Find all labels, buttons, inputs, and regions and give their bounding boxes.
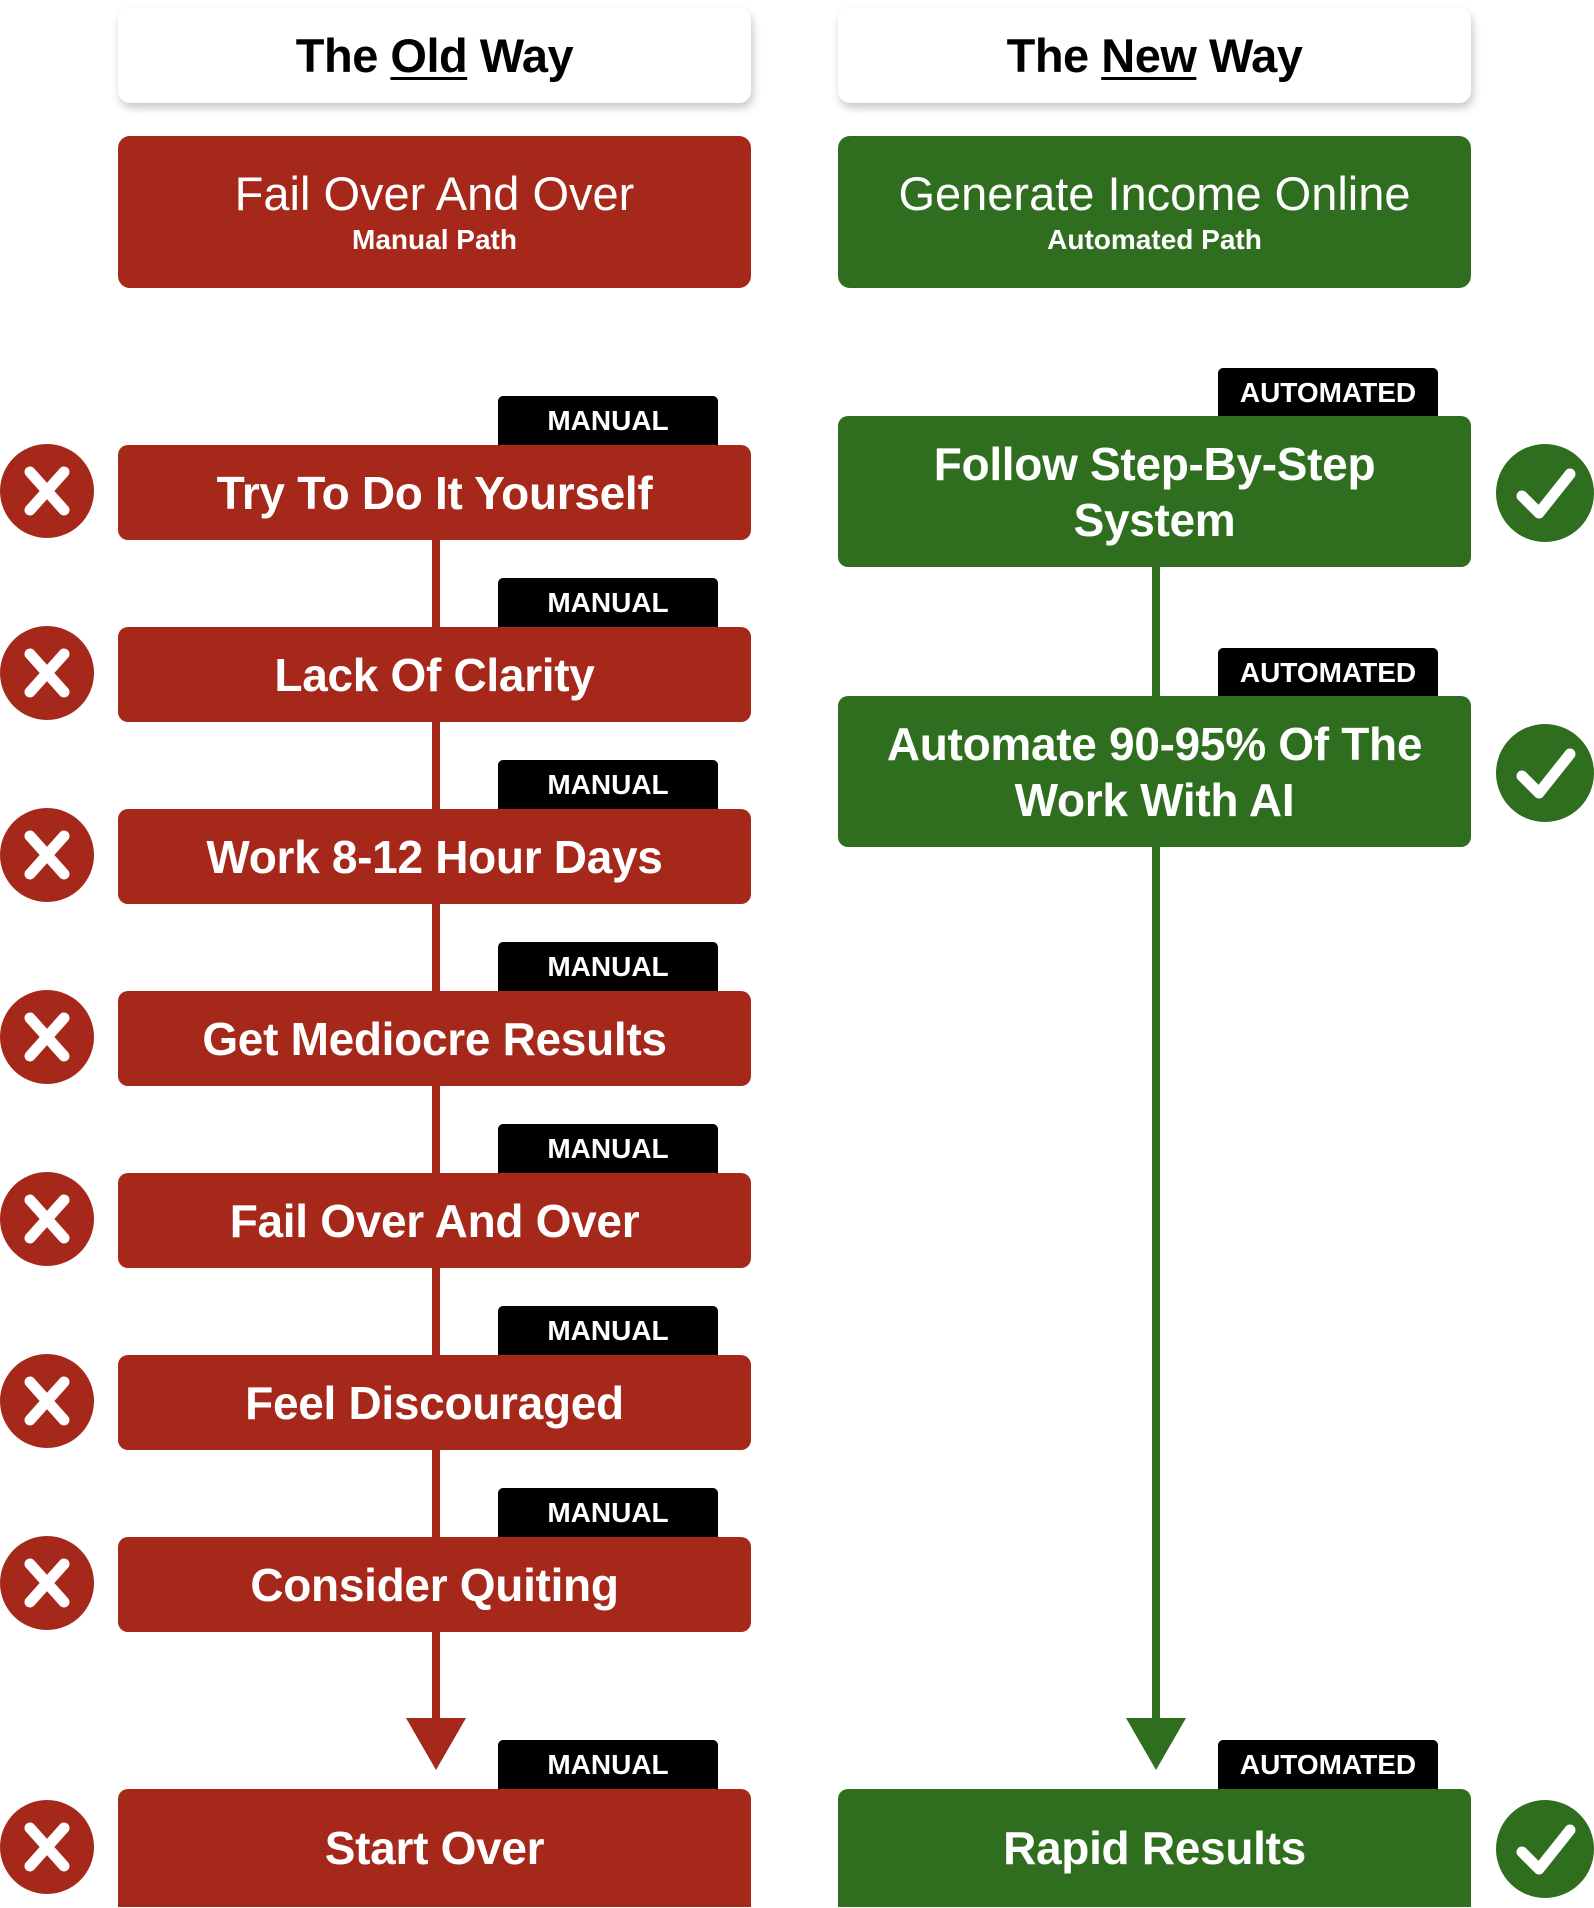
- old-step-4: Get Mediocre Results: [118, 991, 751, 1086]
- old-path-title-box: Fail Over And Over Manual Path: [118, 136, 751, 288]
- x-mark-icon: [0, 1536, 94, 1630]
- old-step-1: Try To Do It Yourself: [118, 445, 751, 540]
- new-way-header-post: Way: [1208, 29, 1303, 82]
- old-way-header-key: Old: [390, 29, 468, 82]
- step-tag: AUTOMATED: [1218, 648, 1438, 698]
- step-tag: MANUAL: [498, 1306, 718, 1356]
- step-tag: MANUAL: [498, 578, 718, 628]
- x-mark-icon: [0, 626, 94, 720]
- step-tag: MANUAL: [498, 1740, 718, 1790]
- new-path-connector: [1152, 560, 1160, 1730]
- new-step-1: Follow Step-By-Step System: [838, 416, 1471, 567]
- new-step-3: Rapid Results: [838, 1789, 1471, 1907]
- step-tag: MANUAL: [498, 396, 718, 446]
- old-step-7: Consider Quiting: [118, 1537, 751, 1632]
- step-tag: MANUAL: [498, 760, 718, 810]
- step-tag: AUTOMATED: [1218, 368, 1438, 418]
- old-path-subtitle: Manual Path: [352, 224, 517, 255]
- new-path-subtitle: Automated Path: [1047, 224, 1262, 255]
- x-mark-icon: [0, 808, 94, 902]
- new-step-2: Automate 90-95% Of The Work With AI: [838, 696, 1471, 847]
- old-path-connector: [432, 530, 440, 1730]
- new-way-header-key: New: [1101, 29, 1197, 82]
- old-step-3: Work 8-12 Hour Days: [118, 809, 751, 904]
- step-tag: MANUAL: [498, 942, 718, 992]
- step-tag: MANUAL: [498, 1124, 718, 1174]
- new-way-header: The New Way: [838, 8, 1471, 103]
- x-mark-icon: [0, 990, 94, 1084]
- old-step-6: Feel Discouraged: [118, 1355, 751, 1450]
- check-mark-icon: [1496, 444, 1594, 542]
- old-step-5: Fail Over And Over: [118, 1173, 751, 1268]
- new-path-arrow-head: [1126, 1718, 1186, 1770]
- x-mark-icon: [0, 444, 94, 538]
- old-way-header: The Old Way: [118, 8, 751, 103]
- old-way-header-post: Way: [479, 29, 574, 82]
- old-way-header-pre: The: [295, 29, 379, 82]
- x-mark-icon: [0, 1800, 94, 1894]
- step-tag: MANUAL: [498, 1488, 718, 1538]
- old-step-8: Start Over: [118, 1789, 751, 1907]
- check-mark-icon: [1496, 724, 1594, 822]
- x-mark-icon: [0, 1172, 94, 1266]
- step-tag: AUTOMATED: [1218, 1740, 1438, 1790]
- new-path-title-box: Generate Income Online Automated Path: [838, 136, 1471, 288]
- old-path-arrow-head: [406, 1718, 466, 1770]
- old-path-title: Fail Over And Over: [234, 167, 635, 220]
- new-way-header-pre: The: [1006, 29, 1090, 82]
- check-mark-icon: [1496, 1800, 1594, 1898]
- x-mark-icon: [0, 1354, 94, 1448]
- new-path-title: Generate Income Online: [898, 167, 1411, 220]
- old-step-2: Lack Of Clarity: [118, 627, 751, 722]
